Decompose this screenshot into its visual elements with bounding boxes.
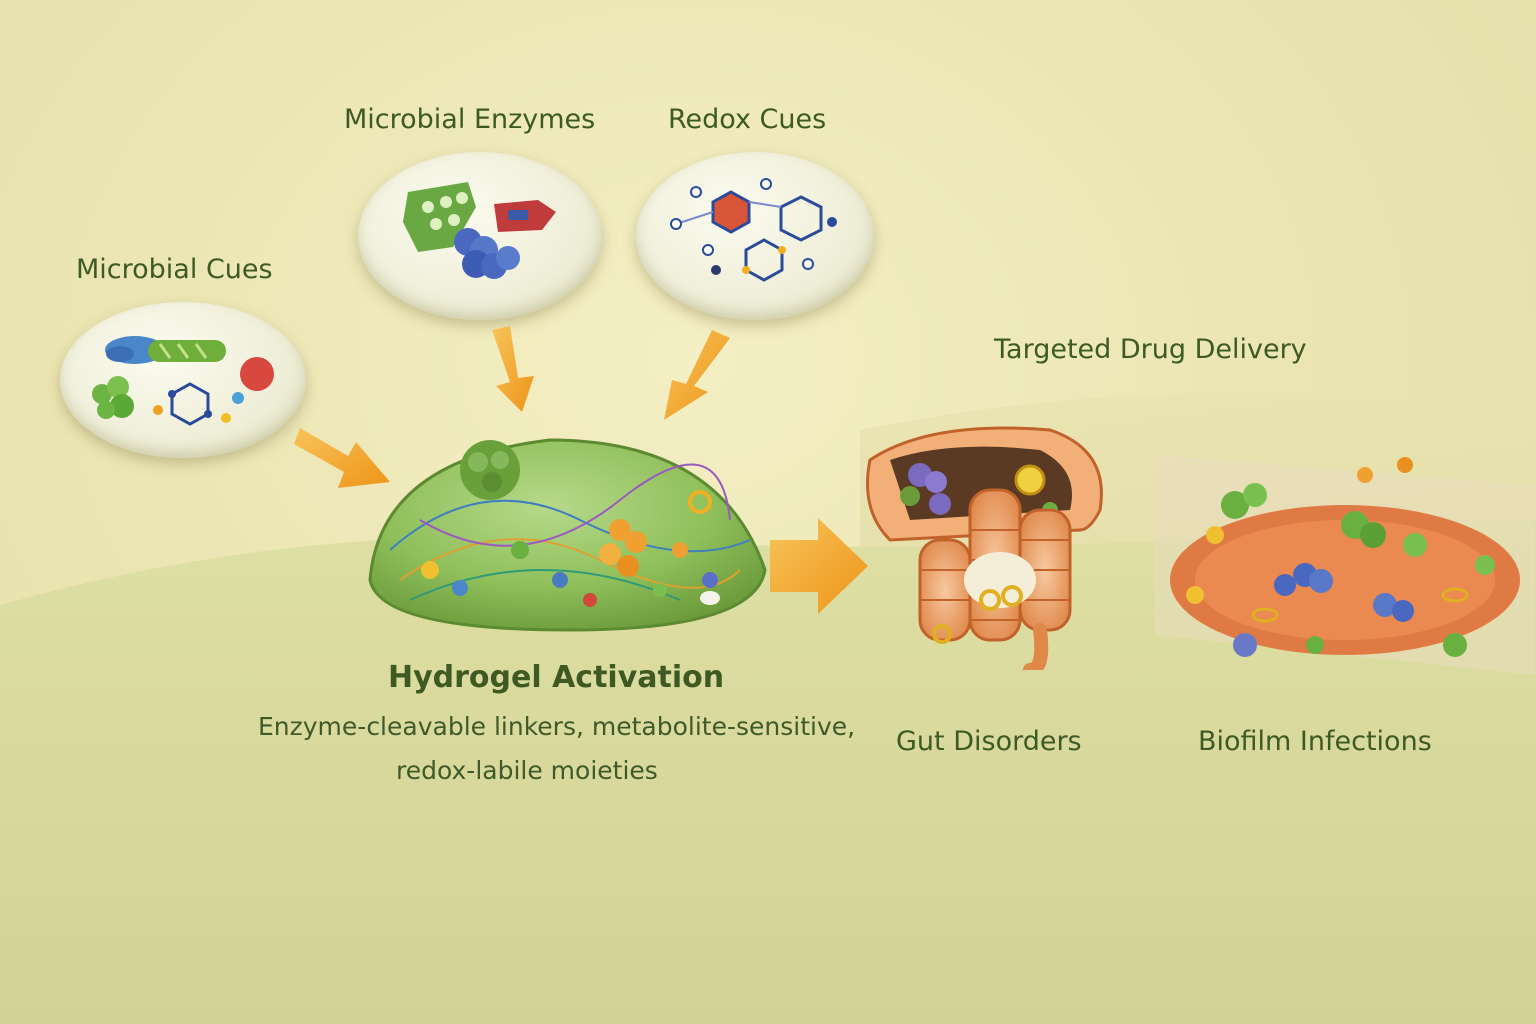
arrow-redox-cues (664, 330, 730, 420)
hydrogel-dome-icon (360, 430, 780, 640)
hydrogel-activation-title: Hydrogel Activation (388, 660, 724, 695)
hydrogel-description-line2: redox-labile moieties (396, 756, 658, 785)
gut-disorders-label: Gut Disorders (896, 726, 1082, 757)
microbial-enzymes-label: Microbial Enzymes (344, 104, 595, 135)
microbial-cues-label: Microbial Cues (76, 254, 273, 285)
biofilm-infections-label: Biofilm Infections (1198, 726, 1432, 757)
redox-cues-label: Redox Cues (668, 104, 826, 135)
intestine-icon (850, 420, 1120, 670)
targeted-drug-delivery-label: Targeted Drug Delivery (994, 334, 1307, 365)
biofilm-icon (1155, 445, 1535, 675)
hydrogel-description-line1: Enzyme-cleavable linkers, metabolite-sen… (258, 712, 855, 741)
arrow-microbial-enzymes (492, 326, 534, 412)
